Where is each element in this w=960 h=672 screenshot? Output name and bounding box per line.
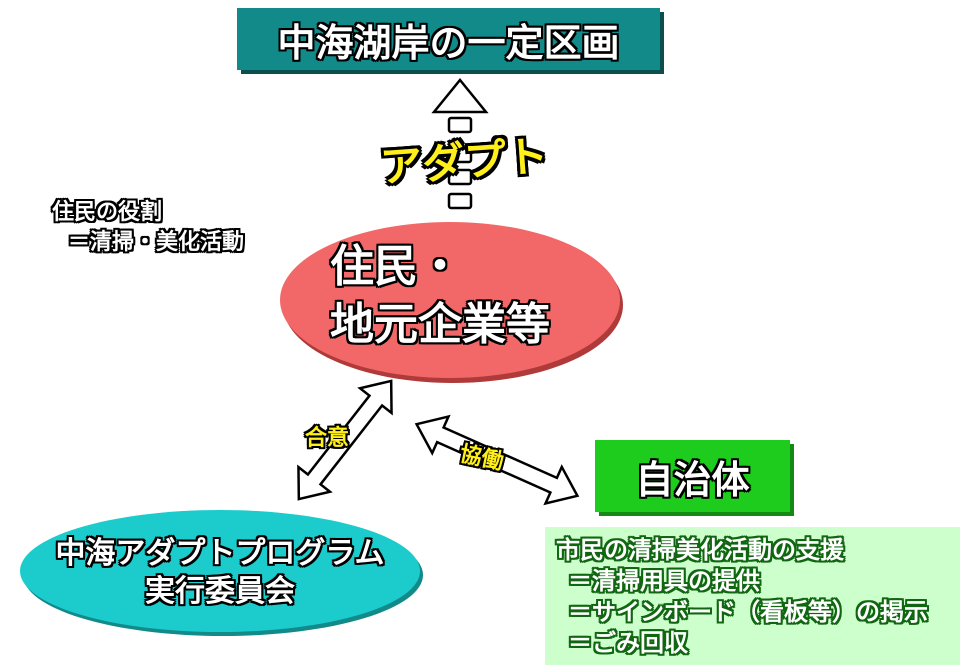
adapt-label: アダプト <box>378 131 550 192</box>
residents-ellipse <box>280 222 620 378</box>
committee-line1: 中海アダプトプログラム <box>55 536 385 571</box>
agreement-double-arrow <box>297 379 393 501</box>
support-text: 市民の清掃美化活動の支援 ＝清掃用具の提供 ＝サインボード（看板等）の掲示 ＝ご… <box>556 535 928 659</box>
support-item: ＝ごみ回収 <box>568 629 688 657</box>
committee-label: 中海アダプトプログラム 実行委員会 <box>20 535 420 611</box>
title-box: 中海湖岸の一定区画 <box>237 8 660 70</box>
residents-line2: 地元企業等 <box>330 299 550 350</box>
committee-line2: 実行委員会 <box>145 574 295 609</box>
resident-role-note: 住民の役割 ＝清掃・美化活動 <box>52 198 244 258</box>
residents-label: 住民・ 地元企業等 <box>330 238 550 354</box>
role-note-line1: 住民の役割 <box>52 200 163 225</box>
committee-ellipse <box>20 510 420 632</box>
collaboration-double-arrow <box>414 414 580 506</box>
residents-line1: 住民・ <box>330 241 462 292</box>
support-item: ＝サインボード（看板等）の掲示 <box>568 598 928 626</box>
agreement-label: 合意 <box>305 426 350 451</box>
support-item: ＝清掃用具の提供 <box>568 567 760 595</box>
adapt-arrow-up <box>431 78 489 210</box>
support-box <box>545 527 960 665</box>
role-note-line2: ＝清掃・美化活動 <box>68 230 245 255</box>
support-heading: 市民の清掃美化活動の支援 <box>556 536 844 564</box>
municipality-box: 自治体 <box>595 440 790 512</box>
